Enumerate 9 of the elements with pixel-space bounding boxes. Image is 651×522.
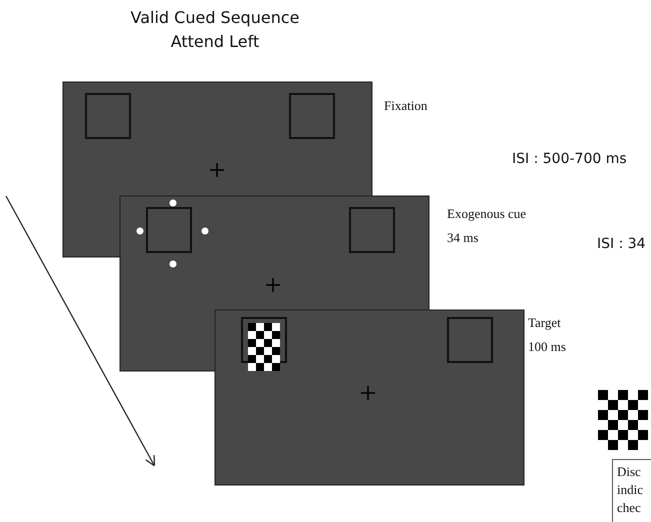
interval-label: ISI : 34 xyxy=(597,236,646,252)
step-label: Target xyxy=(528,315,561,331)
duration-label: 34 ms xyxy=(447,230,478,246)
step-label: Exogenous cue xyxy=(447,206,526,222)
duration-label: 100 ms xyxy=(528,339,566,355)
instruction-text: Disc indic chec xyxy=(617,463,644,517)
interval-label: ISI : 500-700 ms xyxy=(512,151,627,167)
title: Valid Cued Sequence Attend Left xyxy=(130,7,300,53)
step-label: Fixation xyxy=(384,98,428,114)
